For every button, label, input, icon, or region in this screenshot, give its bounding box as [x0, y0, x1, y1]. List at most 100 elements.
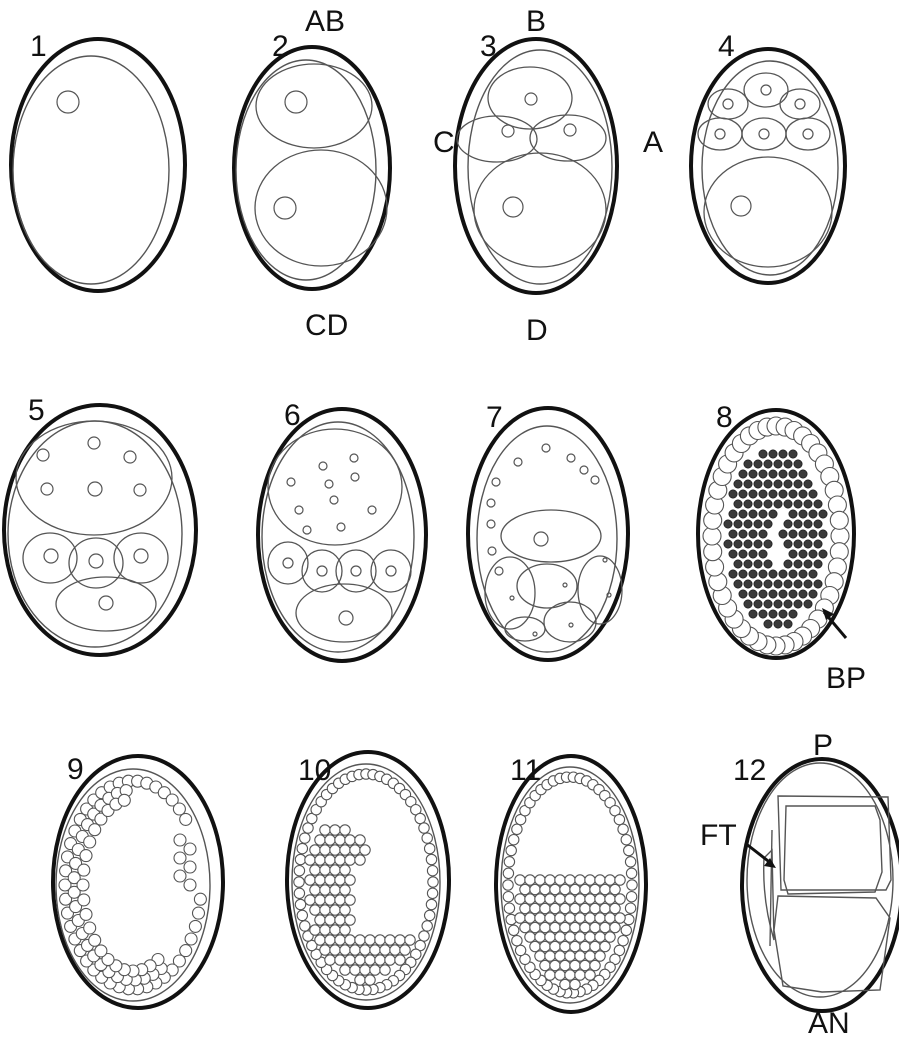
yolk-cell	[789, 510, 797, 518]
yolk-cell	[729, 550, 737, 558]
yolk-cell	[799, 470, 807, 478]
blastoderm-cell	[525, 932, 535, 942]
blastoderm-cell	[615, 894, 625, 904]
yolk-cell	[799, 530, 807, 538]
blastoderm-cell	[325, 935, 335, 945]
yolk-cell	[769, 610, 777, 618]
yolk-cell	[754, 600, 762, 608]
blastoderm-cell	[530, 884, 540, 894]
blastoderm-cell	[614, 814, 624, 824]
blastoderm-cell	[565, 970, 575, 980]
blastoderm-cell	[585, 894, 595, 904]
yolk-cell	[779, 610, 787, 618]
yolk-cell	[744, 540, 752, 548]
yolk-cell	[784, 520, 792, 528]
blastoderm-cell	[550, 941, 560, 951]
blastoderm-cell	[365, 935, 375, 945]
stage-3-number: 3	[480, 30, 497, 63]
yolk-cell	[764, 460, 772, 468]
yolk-cell	[739, 530, 747, 538]
blastoderm-cell	[370, 965, 380, 975]
stage-12-number: 12	[733, 754, 766, 787]
stage-1: 1	[11, 30, 185, 291]
yolk-cell	[799, 550, 807, 558]
blastoderm-cell	[550, 960, 560, 970]
yolk-cell	[734, 520, 742, 528]
yolk-cell	[814, 540, 822, 548]
yolk-cell	[759, 570, 767, 578]
yolk-cell	[799, 590, 807, 598]
blastoderm-cell	[570, 979, 580, 989]
yolk-cell	[799, 490, 807, 498]
yolk-cell	[799, 570, 807, 578]
blastoderm-cell	[340, 925, 350, 935]
blastoderm-cell	[320, 945, 330, 955]
blastoderm-cell	[365, 975, 375, 985]
blastoderm-cell	[535, 894, 545, 904]
blastoderm-cell	[560, 884, 570, 894]
yolk-cell	[789, 530, 797, 538]
yolk-cell	[804, 600, 812, 608]
yolk-mass	[724, 450, 827, 628]
blastoderm-cell	[345, 835, 355, 845]
blastoderm-cell	[335, 895, 345, 905]
yolk-cell	[759, 450, 767, 458]
stage-3: 3 B C A D	[433, 5, 663, 347]
stage-12: 12 P FT AN	[700, 729, 899, 1037]
label-a: A	[643, 126, 663, 159]
blastoderm-cell	[422, 921, 432, 931]
blastoderm-cell	[174, 852, 186, 864]
blastoderm-cell	[355, 955, 365, 965]
blastoderm-cell	[330, 865, 340, 875]
blastoderm-cell	[585, 970, 595, 980]
blastoderm-cell	[525, 894, 535, 904]
stage-4-number: 4	[718, 30, 735, 63]
yolk-cell	[794, 500, 802, 508]
yolk-cell	[809, 570, 817, 578]
blastoderm-cell	[315, 915, 325, 925]
blastoderm-cell	[345, 855, 355, 865]
blastoderm-cell	[294, 888, 304, 898]
yolk-cell	[759, 590, 767, 598]
blastoderm-cell	[575, 951, 585, 961]
yolk-cell	[789, 470, 797, 478]
yolk-cell	[774, 480, 782, 488]
yolk-cell	[809, 590, 817, 598]
blastoderm-cell	[555, 951, 565, 961]
yolk-cell	[764, 560, 772, 568]
blastoderm-cell	[310, 845, 320, 855]
blastoderm-cell	[585, 913, 595, 923]
blastoderm-cell	[330, 845, 340, 855]
blastoderm-cell	[340, 825, 350, 835]
blastoderm-cell	[325, 835, 335, 845]
blastoderm-cell	[565, 951, 575, 961]
yolk-cell	[799, 510, 807, 518]
yolk-cell	[779, 450, 787, 458]
blastoderm-cell	[575, 932, 585, 942]
blastoderm-cell	[355, 935, 365, 945]
yolk-cell	[789, 610, 797, 618]
yolk-cell	[734, 480, 742, 488]
stage-5: 5	[4, 394, 196, 655]
blastoderm-cell	[297, 843, 307, 853]
yolk-cell	[754, 560, 762, 568]
blastomere	[830, 511, 848, 529]
yolk-cell	[749, 550, 757, 558]
label-ab: AB	[305, 5, 345, 38]
blastoderm-cell	[627, 880, 637, 890]
blastoderm-cell	[355, 975, 365, 985]
blastoderm-cell	[425, 910, 435, 920]
blastoderm-cell	[335, 915, 345, 925]
label-an: AN	[808, 1007, 850, 1037]
blastoderm-cell	[595, 894, 605, 904]
blastoderm-cell	[520, 884, 530, 894]
blastoderm-cell	[320, 845, 330, 855]
stage-9: 9	[53, 753, 223, 1008]
blastoderm-cell	[320, 865, 330, 875]
blastoderm-cell	[340, 945, 350, 955]
yolk-cell	[734, 500, 742, 508]
stage-10-number: 10	[298, 754, 331, 787]
yolk-cell	[754, 480, 762, 488]
stage-11-number: 11	[510, 754, 541, 787]
